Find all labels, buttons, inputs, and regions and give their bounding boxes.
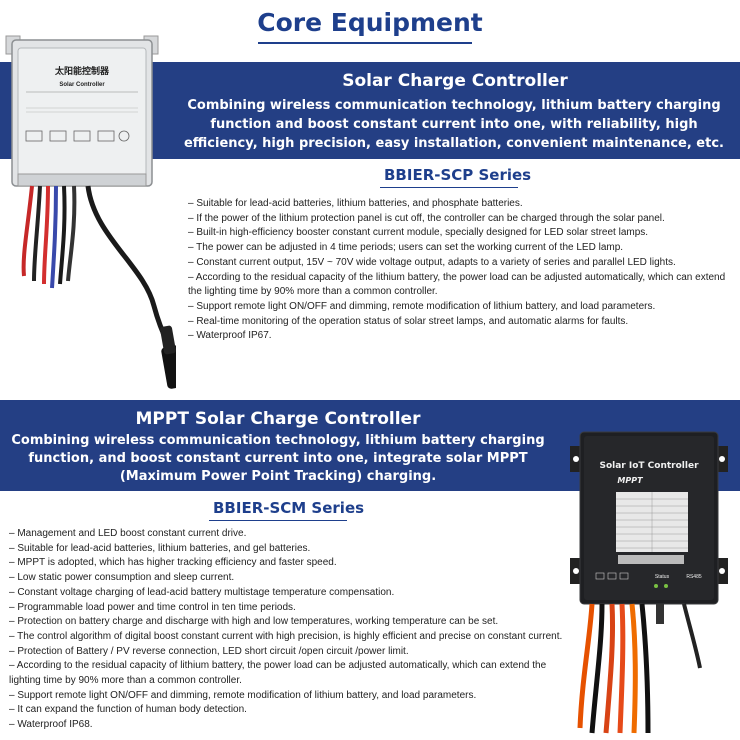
list-item: – The control algorithm of digital boost… (9, 630, 563, 642)
scp-series-underline (380, 187, 518, 188)
list-item: – The power can be adjusted in 4 time pe… (188, 242, 624, 254)
list-item: – Constant current output, 15V ~ 70V wid… (188, 256, 676, 268)
list-item: – Constant voltage charging of lead-acid… (9, 586, 395, 598)
scm-heading: MPPT Solar Charge Controller (135, 409, 421, 429)
list-item: – It can expand the function of human bo… (9, 704, 247, 716)
solar-charge-controller-image: 太阳能控制器 Solar Controller (5, 35, 176, 389)
list-item: – Low static power consumption and sleep… (9, 572, 235, 584)
list-item: – Programmable load power and time contr… (9, 601, 296, 613)
list-item: – Suitable for lead-acid batteries, lith… (9, 542, 311, 554)
title-underline (258, 42, 472, 44)
list-item: – MPPT is adopted, which has higher trac… (9, 557, 337, 569)
list-item: – Protection of Battery / PV reverse con… (9, 645, 409, 657)
device-label-cn: 太阳能控制器 (54, 65, 110, 77)
list-item: – According to the residual capacity of … (188, 271, 726, 298)
list-item: – Built-in high-efficiency booster const… (188, 227, 649, 239)
list-item: – If the power of the lithium protection… (188, 212, 665, 224)
page-title: Core Equipment (257, 8, 483, 37)
scp-series-title: BBIER-SCP Series (384, 166, 532, 184)
mppt-controller-image: Solar IoT Controller MPPT Status RS485 (570, 431, 728, 734)
scp-description: Combining wireless communication technol… (183, 98, 724, 151)
list-item: – Support remote light ON/OFF and dimmin… (9, 689, 477, 701)
list-item: – Waterproof IP68. (9, 719, 93, 731)
device-brand: MPPT (617, 476, 643, 485)
scm-feature-list: – Management and LED boost constant curr… (9, 527, 565, 733)
list-item: – Management and LED boost constant curr… (9, 528, 247, 539)
scm-series-title: BBIER-SCM Series (213, 499, 365, 517)
list-item: – Suitable for lead-acid batteries, lith… (188, 198, 523, 209)
device-title: Solar IoT Controller (599, 461, 699, 471)
list-item: – According to the residual capacity of … (9, 660, 547, 687)
list-item: – Real-time monitoring of the operation … (188, 315, 629, 327)
device-status-label: Status (655, 574, 670, 580)
list-item: – Support remote light ON/OFF and dimmin… (188, 300, 656, 312)
scm-description: Combining wireless communication technol… (11, 433, 545, 484)
list-item: – Waterproof IP67. (188, 330, 272, 342)
scp-feature-list: – Suitable for lead-acid batteries, lith… (188, 197, 736, 344)
list-item: – Protection on battery charge and disch… (9, 616, 499, 628)
scp-heading: Solar Charge Controller (342, 71, 568, 91)
device-label-en: Solar Controller (59, 82, 105, 88)
scm-series-underline (209, 520, 347, 521)
device-port-label: RS485 (686, 574, 702, 580)
